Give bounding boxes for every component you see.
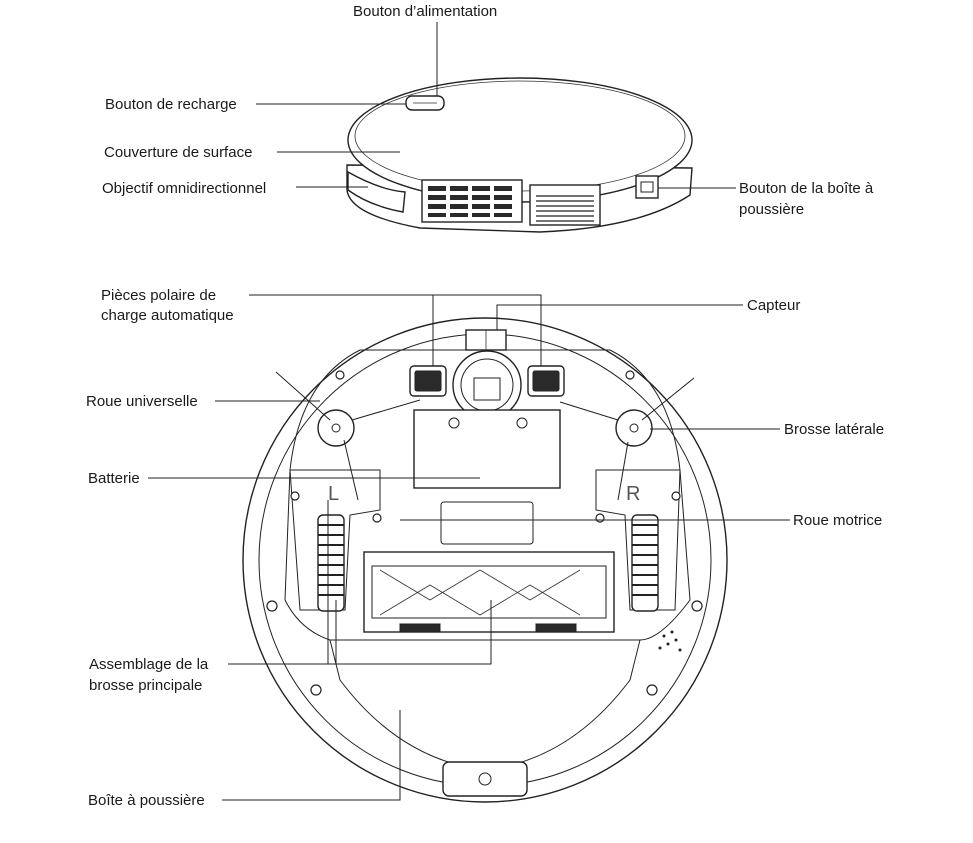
label-omni-lens: Objectif omnidirectionnel [102,180,266,197]
drive-wheel-right [631,514,659,612]
vent-grille [421,179,601,226]
robot-bottom-view: L R [242,317,728,803]
label-charge-poles-line1: Pièces polaire de [101,287,216,304]
right-wheel-marking: R [626,483,640,505]
robot-top-view [346,77,693,233]
label-sensor: Capteur [747,297,800,314]
label-recharge-button: Bouton de recharge [105,96,237,113]
label-universal-wheel: Roue universelle [86,393,198,410]
label-side-brush: Brosse latérale [784,421,884,438]
dustbox-button-shape [635,175,659,199]
label-main-brush-line2: brosse principale [89,677,202,694]
labels: Bouton d’alimentation Bouton de recharge… [86,3,884,809]
side-brush-right [559,377,695,501]
battery-cover [413,409,561,489]
label-dustbox-button-line1: Bouton de la boîte à [739,180,874,197]
main-brush [363,551,615,633]
label-surface-cover: Couverture de surface [104,144,252,161]
label-power-button: Bouton d’alimentation [353,3,497,20]
leader-lines [148,22,790,801]
drive-wheel-left [317,514,345,612]
label-dustbox-button-line2: poussière [739,201,804,218]
label-drive-wheel: Roue motrice [793,512,882,529]
left-wheel-marking: L [328,483,339,505]
label-dust-box: Boîte à poussière [88,792,205,809]
label-charge-poles-line2: charge automatique [101,307,234,324]
sensor-caster [452,350,522,420]
label-main-brush-line1: Assemblage de la [89,656,209,673]
dust-box-latch [442,761,528,797]
label-battery: Batterie [88,470,140,487]
